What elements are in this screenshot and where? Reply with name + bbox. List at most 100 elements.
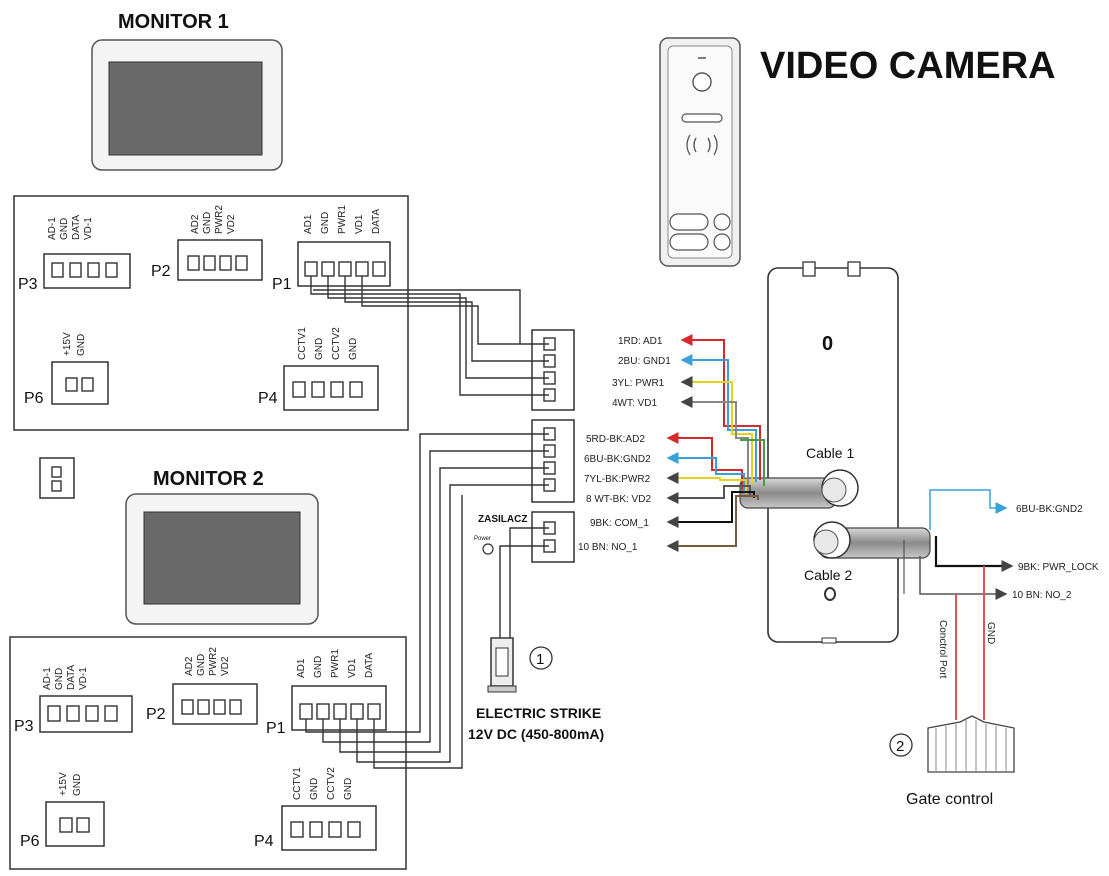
pin-label: GND bbox=[343, 778, 354, 800]
pin-label: AD2 bbox=[184, 656, 195, 676]
pin-label: GND bbox=[59, 218, 70, 240]
cable2-label: Cable 2 bbox=[804, 567, 852, 583]
pin-label: GND bbox=[309, 778, 320, 800]
power-label: Power bbox=[474, 536, 491, 542]
monitor1-port-p1: AD1 GND PWR1 VD1 DATA P1 bbox=[272, 205, 391, 293]
cable1-arrows bbox=[666, 334, 693, 552]
cable2-wire-bundle bbox=[903, 489, 1014, 720]
junction-block-2 bbox=[531, 419, 575, 503]
pin-label: CCTV2 bbox=[331, 327, 342, 360]
port-label: P1 bbox=[266, 720, 286, 737]
electric-strike-label: ELECTRIC STRIKE bbox=[476, 705, 601, 721]
pin-label: AD2 bbox=[190, 214, 201, 234]
wire-label: 9BK: COM_1 bbox=[590, 518, 649, 529]
monitor1-port-p4: CCTV1 GND CCTV2 GND P4 bbox=[258, 327, 379, 411]
monitor1-device bbox=[91, 39, 283, 171]
monitor1-port-p3: AD-1 GND DATA VD-1 P3 bbox=[18, 214, 131, 293]
control-port-label: Conctrol Port bbox=[937, 620, 948, 679]
monitor2-port-p1: AD1 GND PWR1 VD1 DATA P1 bbox=[266, 649, 387, 737]
pin-label: GND bbox=[202, 212, 213, 234]
electric-strike bbox=[482, 527, 549, 693]
wire-label: 5RD-BK:AD2 bbox=[586, 434, 645, 445]
wire-label: 1RD: AD1 bbox=[618, 336, 663, 347]
pin-label: AD1 bbox=[303, 214, 314, 234]
pin-label: GND bbox=[76, 334, 87, 356]
junction-block-1 bbox=[531, 329, 575, 411]
pin-label: AD-1 bbox=[47, 217, 58, 240]
electric-strike-spec: 12V DC (450-800mA) bbox=[468, 726, 604, 742]
monitor2-port-p6: +15V GND P6 bbox=[20, 772, 105, 850]
monitor2-port-p2: AD2 GND PWR2 VD2 P2 bbox=[146, 647, 258, 725]
cable1-wire-bundle bbox=[676, 339, 765, 547]
pin-label: PWR2 bbox=[208, 647, 219, 676]
small-connector bbox=[39, 457, 75, 499]
port-label: P6 bbox=[20, 833, 40, 850]
pin-label: CCTV1 bbox=[292, 767, 303, 800]
port-label: P4 bbox=[254, 833, 274, 850]
pin-label: VD1 bbox=[354, 214, 365, 234]
wire-label: 6BU-BK:GND2 bbox=[584, 454, 651, 465]
pin-label: DATA bbox=[66, 664, 77, 690]
monitor1-port-p6: +15V GND P6 bbox=[24, 332, 109, 407]
wire-label: 8 WT-BK: VD2 bbox=[586, 494, 651, 505]
pin-label: GND bbox=[196, 654, 207, 676]
pin-label: PWR2 bbox=[214, 205, 225, 234]
pin-label: AD1 bbox=[296, 658, 307, 678]
circle-marker-1: 1 bbox=[529, 646, 553, 670]
monitor1-port-p2: AD2 GND PWR2 VD2 P2 bbox=[151, 205, 263, 281]
pin-label: VD2 bbox=[226, 214, 237, 234]
circle-number: 2 bbox=[896, 738, 904, 755]
pin-label: DATA bbox=[371, 208, 382, 234]
circle-number: 1 bbox=[536, 651, 544, 668]
pin-label: GND bbox=[54, 668, 65, 690]
pin-label: VD2 bbox=[220, 656, 231, 676]
power-block bbox=[531, 511, 575, 563]
wire-label: 9BK: PWR_LOCK bbox=[1018, 562, 1099, 573]
camera-title: VIDEO CAMERA bbox=[760, 45, 1056, 87]
pin-label: +15V bbox=[62, 332, 73, 356]
monitor2-port-p3: AD-1 GND DATA VD-1 P3 bbox=[14, 664, 133, 735]
pin-label: GND bbox=[314, 338, 325, 360]
camera-badge: 0 bbox=[822, 333, 833, 355]
pin-label: +15V bbox=[58, 772, 69, 796]
pin-label: GND bbox=[72, 774, 83, 796]
pin-label: DATA bbox=[71, 214, 82, 240]
pin-label: DATA bbox=[364, 652, 375, 678]
pin-label: CCTV2 bbox=[326, 767, 337, 800]
monitor1-title: MONITOR 1 bbox=[118, 11, 229, 33]
port-label: P2 bbox=[151, 263, 171, 280]
pin-label: CCTV1 bbox=[297, 327, 308, 360]
wire-label: 10 BN: NO_1 bbox=[578, 542, 638, 553]
camera-panel bbox=[659, 37, 741, 267]
pin-label: VD1 bbox=[347, 658, 358, 678]
zasilacz-label: ZASILACZ bbox=[478, 514, 527, 525]
pin-label: GND bbox=[348, 338, 359, 360]
pin-label: PWR1 bbox=[337, 205, 348, 234]
pin-label: GND bbox=[320, 212, 331, 234]
wire-label: 4WT: VD1 bbox=[612, 398, 657, 409]
monitor1-p1-wires bbox=[310, 276, 549, 396]
gate-control-label: Gate control bbox=[906, 791, 993, 808]
cable1-wire-labels: 1RD: AD1 2BU: GND1 3YL: PWR1 4WT: VD1 5R… bbox=[578, 336, 671, 553]
port-label: P4 bbox=[258, 390, 278, 407]
monitor2-title: MONITOR 2 bbox=[153, 468, 264, 490]
pin-label: AD-1 bbox=[42, 667, 53, 690]
wire-label: 2BU: GND1 bbox=[618, 356, 671, 367]
port-label: P3 bbox=[18, 276, 38, 293]
monitor2-port-p4: CCTV1 GND CCTV2 GND P4 bbox=[254, 767, 377, 851]
wire-label: 3YL: PWR1 bbox=[612, 378, 665, 389]
port-label: P2 bbox=[146, 706, 166, 723]
wire-label: 10 BN: NO_2 bbox=[1012, 590, 1072, 601]
cable1-label: Cable 1 bbox=[806, 445, 854, 461]
monitor2-p1-wires bbox=[305, 433, 549, 769]
pin-label: GND bbox=[313, 656, 324, 678]
port-label: P6 bbox=[24, 390, 44, 407]
port-label: P1 bbox=[272, 276, 292, 293]
cable-2 bbox=[813, 521, 931, 559]
pin-label: VD-1 bbox=[83, 217, 94, 240]
port-label: P3 bbox=[14, 718, 34, 735]
pin-label: VD-1 bbox=[78, 667, 89, 690]
gate-control-connector bbox=[927, 715, 1015, 773]
gnd-label: GND bbox=[985, 622, 996, 644]
